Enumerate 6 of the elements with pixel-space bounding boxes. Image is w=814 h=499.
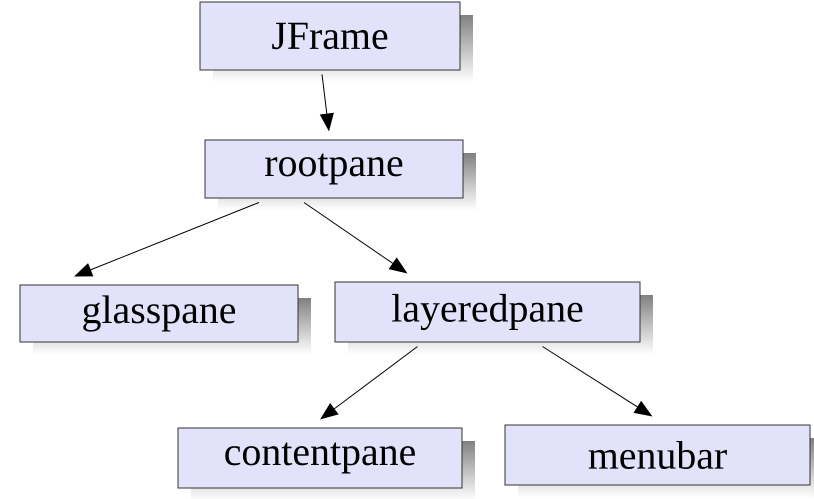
class-box: rootpane [204, 139, 476, 211]
class-box: menubar [504, 424, 814, 498]
class-box: layeredpane [334, 281, 653, 355]
class-box: JFrame [200, 2, 473, 83]
class-box: contentpane [178, 427, 475, 499]
class-box: glasspane [20, 284, 311, 355]
